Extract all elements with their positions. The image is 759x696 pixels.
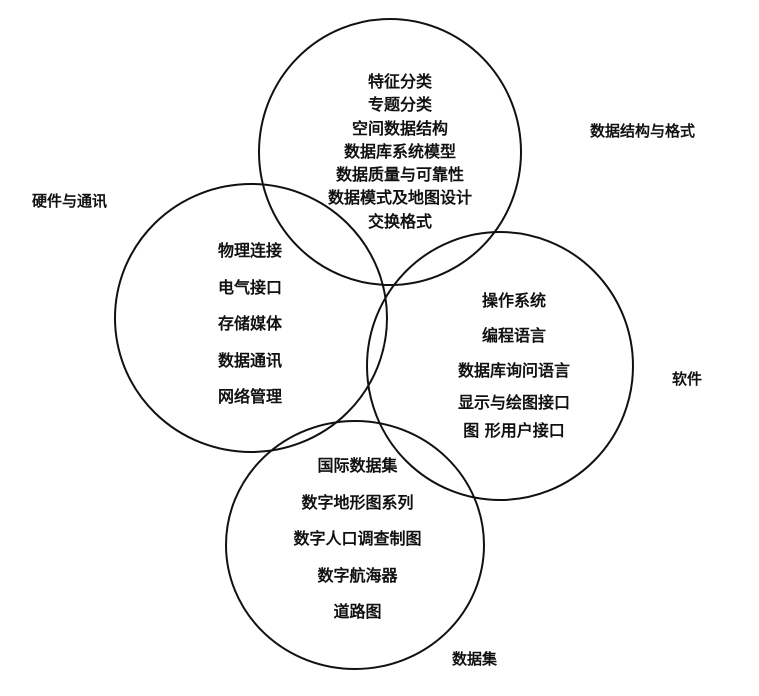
top-item-4: 数据库系统模型 xyxy=(343,141,456,161)
top-item-2: 专题分类 xyxy=(367,95,432,115)
top-item-6: 数据模式及地图设计 xyxy=(327,188,472,208)
left-item-2: 电气接口 xyxy=(218,277,283,297)
bottom-circle-text: 国际数据集 数字地形图系列 数字人口调查制图 数字航海器 道路图 xyxy=(275,448,440,631)
left-circle-outline xyxy=(114,183,388,453)
right-item-1: 操作系统 xyxy=(481,291,546,310)
bottom-item-5: 道路图 xyxy=(333,602,382,621)
top-circle-outline xyxy=(258,18,522,286)
top-item-3: 空间数据结构 xyxy=(351,118,448,138)
data-structure-label: 数据结构与格式 xyxy=(590,122,696,140)
right-item-4: 显示与绘图接口 xyxy=(457,393,570,412)
left-item-5: 网络管理 xyxy=(218,387,283,406)
right-item-3: 数据库询问语言 xyxy=(457,361,570,380)
right-circle-outline xyxy=(366,231,634,501)
datasets-label: 数据集 xyxy=(452,650,498,668)
top-item-1: 特征分类 xyxy=(367,72,432,91)
software-label: 软件 xyxy=(672,370,703,388)
right-item-5: 图 形用户接口 xyxy=(463,421,565,440)
top-item-5: 数据质量与可靠性 xyxy=(335,165,464,185)
left-circle-text: 物理连接 电气接口 存储媒体 数据通讯 网络管理 xyxy=(218,233,282,416)
bottom-item-1: 国际数据集 xyxy=(317,456,398,475)
top-circle-text: 特征分类 专题分类 空间数据结构 数据库系统模型 数据质量与可靠性 数据模式及地… xyxy=(300,70,500,233)
left-item-4: 数据通讯 xyxy=(218,350,283,370)
right-item-2: 编程语言 xyxy=(481,326,546,345)
left-item-1: 物理连接 xyxy=(218,241,283,260)
top-item-7: 交换格式 xyxy=(367,211,432,231)
right-circle-text: 操作系统 编程语言 数据库询问语言 显示与绘图接口 图 形用户接口 xyxy=(448,283,580,444)
bottom-item-2: 数字地形图系列 xyxy=(301,492,414,512)
bottom-item-4: 数字航海器 xyxy=(317,565,398,585)
bottom-item-3: 数字人口调查制图 xyxy=(293,529,422,548)
bottom-circle-outline xyxy=(225,420,485,670)
hardware-label: 硬件与通讯 xyxy=(32,192,108,210)
left-item-3: 存储媒体 xyxy=(218,314,283,333)
